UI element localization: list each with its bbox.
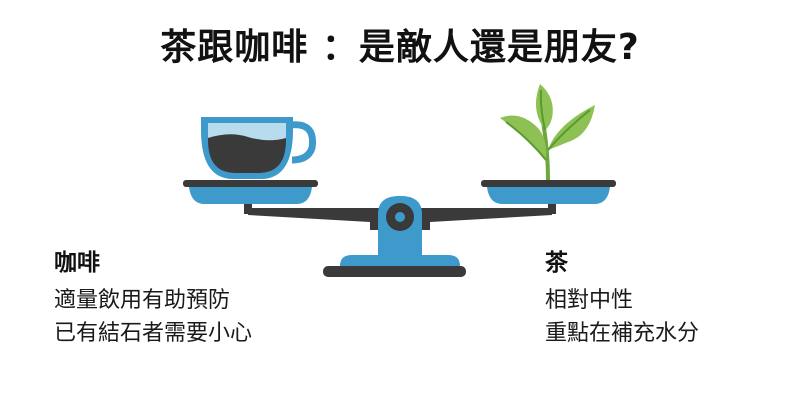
page-title: 茶跟咖啡 ：是敵人還是朋友? — [160, 27, 640, 68]
scale-base — [323, 266, 466, 277]
tea-line-2: 重點在補充水分 — [545, 321, 700, 346]
right-pan — [481, 180, 616, 187]
coffee-line-1: 適量飲用有助預防 — [54, 288, 231, 313]
tea-line-1: 相對中性 — [545, 288, 634, 313]
coffee-line-2: 已有結石者需要小心 — [54, 321, 253, 346]
tea-heading: 茶 — [545, 250, 568, 276]
left-pan — [183, 180, 318, 187]
tea-plant-icon — [500, 84, 595, 181]
tea-section: 茶 相對中性 重點在補充水分 — [545, 250, 699, 350]
coffee-cup-icon — [201, 117, 317, 179]
coffee-heading: 咖啡 — [54, 250, 100, 276]
coffee-section: 咖啡 適量飲用有助預防 已有結石者需要小心 — [54, 250, 252, 350]
